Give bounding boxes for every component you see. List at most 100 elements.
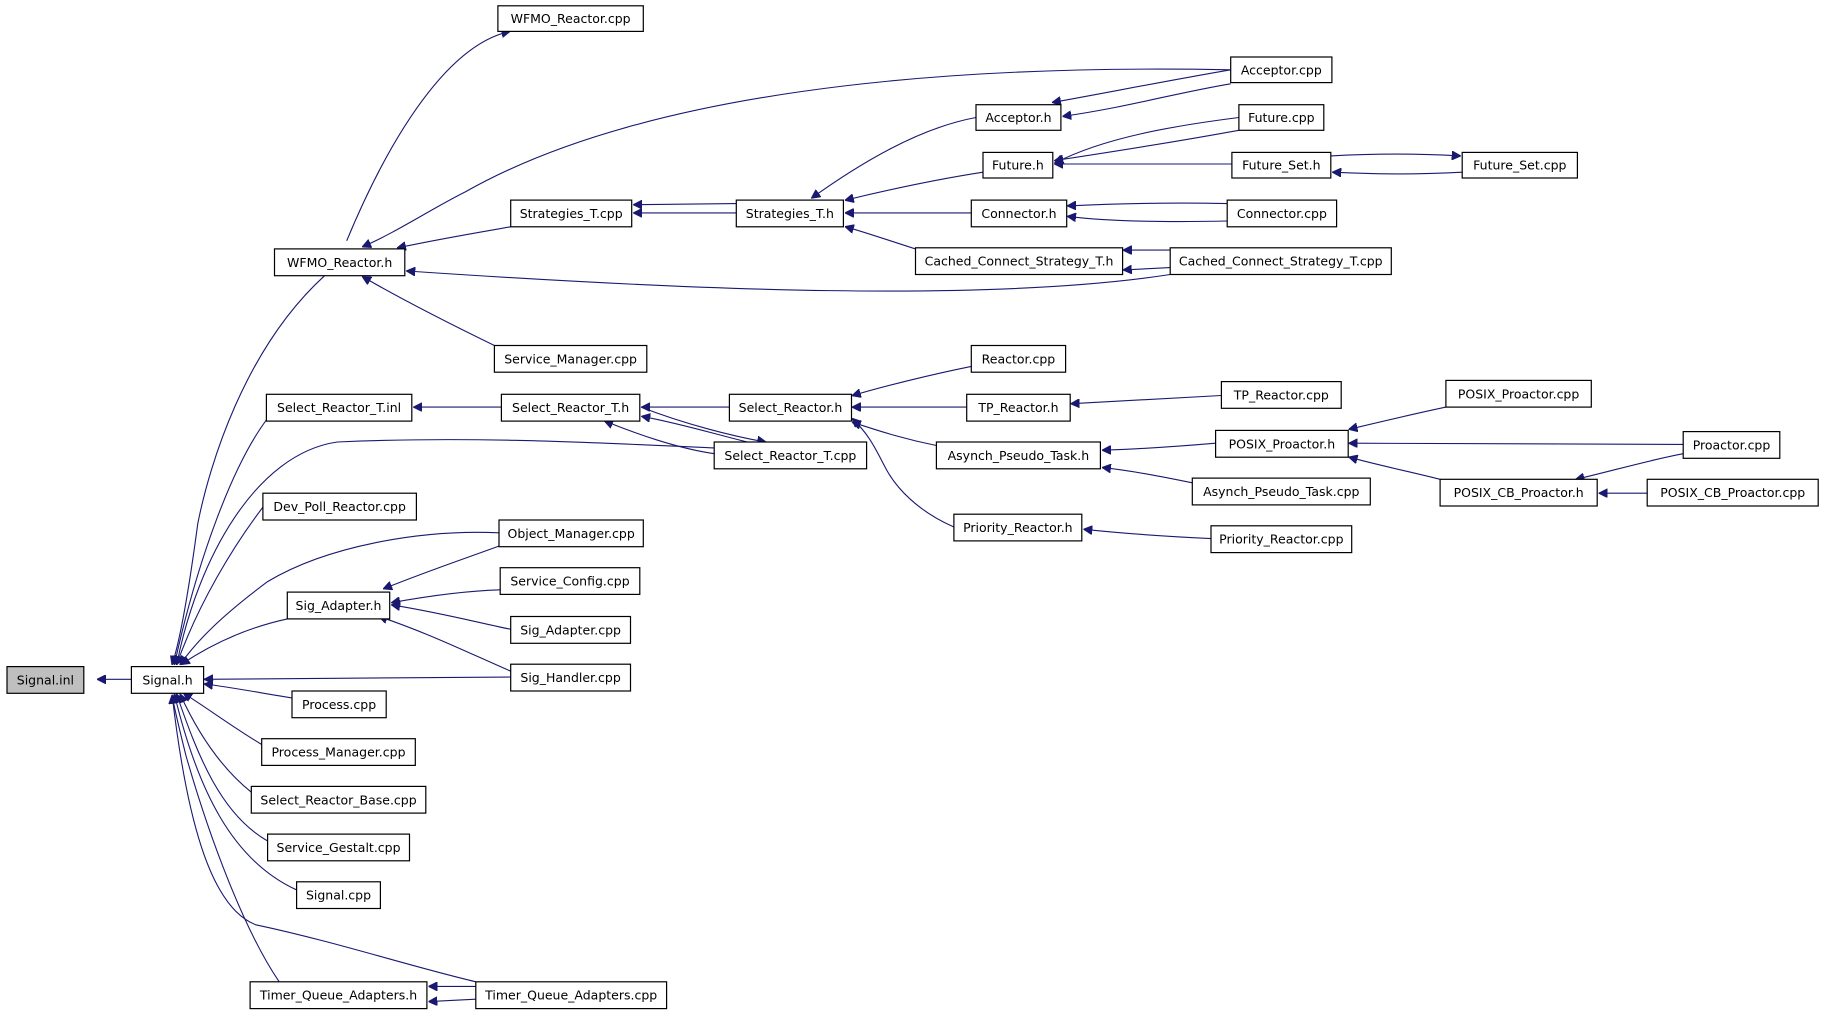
dependency-edge-40 — [1576, 453, 1684, 480]
node-future-set-h[interactable]: Future_Set.h — [1231, 151, 1332, 179]
node-priority-reactor-h[interactable]: Priority_Reactor.h — [953, 513, 1083, 542]
node-label: Process_Manager.cpp — [271, 745, 405, 760]
node-dev-poll-reactor-cpp[interactable]: Dev_Poll_Reactor.cpp — [262, 492, 417, 521]
node-posix-proactor-h[interactable]: POSIX_Proactor.h — [1214, 429, 1349, 458]
dependency-edge-30 — [853, 365, 972, 395]
node-service-gestalt-cpp[interactable]: Service_Gestalt.cpp — [267, 833, 411, 862]
node-signal-cpp[interactable]: Signal.cpp — [296, 881, 382, 910]
node-process-cpp[interactable]: Process.cpp — [291, 690, 387, 719]
node-box — [970, 344, 1067, 373]
node-object-manager-cpp[interactable]: Object_Manager.cpp — [498, 519, 644, 548]
node-sig-handler-cpp[interactable]: Sig_Handler.cpp — [510, 663, 632, 692]
node-timer-queue-adapters-cpp[interactable]: Timer_Queue_Adapters.cpp — [475, 981, 668, 1010]
node-strategies-t-h[interactable]: Strategies_T.h — [735, 199, 844, 228]
node-strategies-t-cpp[interactable]: Strategies_T.cpp — [510, 199, 633, 228]
dependency-edge-23 — [172, 275, 325, 665]
node-proactor-cpp[interactable]: Proactor.cpp — [1682, 431, 1781, 459]
node-box — [966, 393, 1071, 422]
node-asynch-pseudo-task-cpp[interactable]: Asynch_Pseudo_Task.cpp — [1191, 477, 1371, 506]
node-box — [1461, 151, 1578, 179]
dependency-edge-57 — [172, 696, 476, 983]
dependency-edge-2 — [363, 68, 1231, 247]
node-connector-cpp[interactable]: Connector.cpp — [1226, 199, 1338, 228]
node-label: Reactor.cpp — [982, 351, 1056, 366]
node-cached-connect-strategy-t-h[interactable]: Cached_Connect_Strategy_T.h — [914, 247, 1124, 276]
dependency-edge-43 — [177, 439, 715, 665]
node-label: Strategies_T.h — [746, 206, 834, 221]
node-label: Select_Reactor.h — [739, 400, 843, 415]
node-timer-queue-adapters-h[interactable]: Timer_Queue_Adapters.h — [249, 981, 428, 1010]
node-select-reactor-t-inl[interactable]: Select_Reactor_T.inl — [265, 393, 413, 422]
dependency-edge-51 — [205, 677, 511, 679]
node-acceptor-h[interactable]: Acceptor.h — [975, 104, 1062, 131]
node-label: Object_Manager.cpp — [507, 526, 634, 541]
node-select-reactor-t-h[interactable]: Select_Reactor_T.h — [500, 393, 641, 422]
node-future-set-cpp[interactable]: Future_Set.cpp — [1461, 151, 1578, 179]
node-asynch-pseudo-task-h[interactable]: Asynch_Pseudo_Task.h — [935, 441, 1102, 470]
node-label: Priority_Reactor.cpp — [1219, 532, 1343, 547]
node-label: Future_Set.h — [1242, 158, 1320, 173]
node-connector-h[interactable]: Connector.h — [970, 199, 1068, 228]
node-box — [713, 441, 868, 470]
node-signal-inl[interactable]: Signal.inl — [6, 665, 85, 694]
node-service-manager-cpp[interactable]: Service_Manager.cpp — [493, 344, 648, 373]
dependency-edge-47 — [392, 589, 501, 603]
node-process-manager-cpp[interactable]: Process_Manager.cpp — [261, 738, 416, 767]
node-wfmo-reactor-h[interactable]: WFMO_Reactor.h — [273, 248, 406, 277]
node-tp-reactor-h[interactable]: TP_Reactor.h — [966, 393, 1071, 422]
dependency-edge-24 — [175, 419, 267, 664]
dependency-edge-39 — [1349, 457, 1441, 480]
node-label: POSIX_CB_Proactor.cpp — [1660, 485, 1805, 500]
node-signal-h[interactable]: Signal.h — [130, 665, 205, 694]
node-box — [499, 567, 641, 596]
node-label: WFMO_Reactor.cpp — [511, 11, 631, 26]
node-sig-adapter-cpp[interactable]: Sig_Adapter.cpp — [510, 615, 632, 644]
node-tp-reactor-cpp[interactable]: TP_Reactor.cpp — [1220, 381, 1342, 409]
node-label: Priority_Reactor.h — [963, 520, 1073, 535]
node-box — [728, 393, 853, 422]
node-label: Connector.cpp — [1237, 206, 1327, 221]
dependency-edge-48 — [392, 605, 511, 630]
node-label: Cached_Connect_Strategy_T.cpp — [1179, 254, 1383, 269]
node-box — [286, 591, 391, 620]
dependency-edge-18 — [846, 227, 916, 250]
node-label: Asynch_Pseudo_Task.cpp — [1203, 484, 1359, 499]
dependency-edge-32 — [853, 422, 937, 447]
node-box — [250, 785, 427, 814]
dependency-edge-13 — [1330, 154, 1460, 156]
node-acceptor-cpp[interactable]: Acceptor.cpp — [1230, 56, 1333, 84]
dependency-edge-49 — [379, 617, 511, 672]
node-box — [1445, 379, 1592, 408]
node-select-reactor-h[interactable]: Select_Reactor.h — [728, 393, 853, 422]
node-select-reactor-base-cpp[interactable]: Select_Reactor_Base.cpp — [250, 785, 427, 814]
node-wfmo-reactor-cpp[interactable]: WFMO_Reactor.cpp — [497, 5, 644, 33]
node-box — [249, 981, 428, 1010]
node-priority-reactor-cpp[interactable]: Priority_Reactor.cpp — [1210, 525, 1353, 554]
node-select-reactor-t-cpp[interactable]: Select_Reactor_T.cpp — [713, 441, 868, 470]
node-reactor-cpp[interactable]: Reactor.cpp — [970, 344, 1067, 373]
node-box — [1231, 151, 1332, 179]
node-box — [261, 738, 416, 767]
node-future-cpp[interactable]: Future.cpp — [1238, 104, 1325, 131]
dependency-edge-55 — [177, 695, 268, 842]
dependency-edge-22 — [363, 277, 495, 346]
node-cached-connect-strategy-t-cpp[interactable]: Cached_Connect_Strategy_T.cpp — [1169, 247, 1392, 276]
node-box — [265, 393, 413, 422]
node-posix-cb-proactor-h[interactable]: POSIX_CB_Proactor.h — [1439, 478, 1598, 507]
node-label: Timer_Queue_Adapters.h — [259, 988, 417, 1003]
node-box — [493, 344, 648, 373]
node-box — [935, 441, 1102, 470]
node-label: Timer_Queue_Adapters.cpp — [484, 988, 657, 1003]
node-posix-cb-proactor-cpp[interactable]: POSIX_CB_Proactor.cpp — [1646, 478, 1819, 507]
node-future-h[interactable]: Future.h — [982, 151, 1054, 179]
node-sig-adapter-h[interactable]: Sig_Adapter.h — [286, 591, 391, 620]
node-label: WFMO_Reactor.h — [287, 255, 392, 270]
dependency-edge-9 — [1055, 116, 1239, 163]
dependency-edge-33 — [853, 419, 955, 528]
dependency-edge-46 — [384, 545, 501, 589]
node-label: Service_Manager.cpp — [504, 351, 637, 366]
node-posix-proactor-cpp[interactable]: POSIX_Proactor.cpp — [1445, 379, 1592, 408]
node-label: TP_Reactor.h — [977, 400, 1058, 415]
node-service-config-cpp[interactable]: Service_Config.cpp — [499, 567, 641, 596]
dependency-edge-7 — [634, 204, 737, 205]
